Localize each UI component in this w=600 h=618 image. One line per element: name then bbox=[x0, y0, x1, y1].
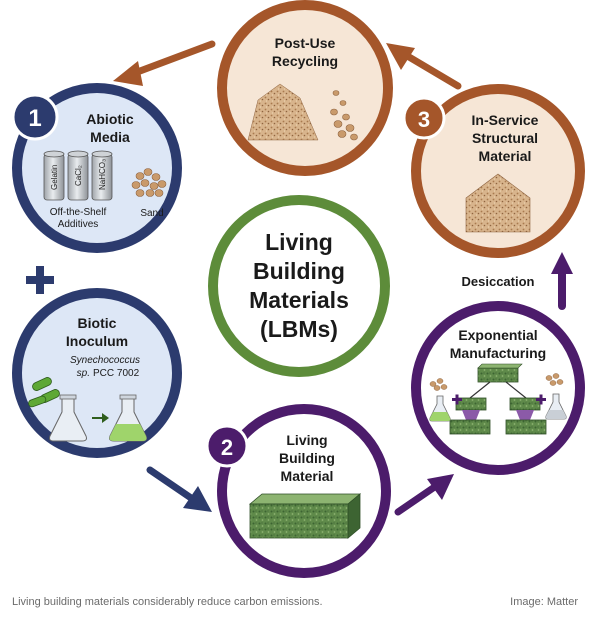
organism-strain: PCC 7002 bbox=[93, 368, 140, 379]
left-plus-icon bbox=[452, 394, 462, 405]
sand-label: Sand bbox=[140, 208, 163, 219]
right-plus-icon bbox=[536, 394, 546, 405]
biotic-title-1: Biotic bbox=[78, 315, 117, 331]
node-abiotic-media: 1 Abiotic Media Gelatin CaCl₂ NaHCO₃ bbox=[11, 83, 182, 253]
living-title-3: Material bbox=[281, 468, 334, 484]
green-brick-icon bbox=[248, 493, 362, 539]
cycle-arrows bbox=[113, 40, 573, 516]
center-circle: Living Building Materials (LBMs) bbox=[208, 195, 390, 377]
arrow-recycling-to-abiotic bbox=[113, 40, 216, 86]
living-title-2: Building bbox=[279, 450, 335, 466]
additives-label-2: Additives bbox=[58, 219, 99, 230]
living-title-1: Living bbox=[286, 432, 327, 448]
abiotic-title-2: Media bbox=[90, 129, 130, 145]
right-sand-icon bbox=[545, 373, 564, 386]
jar-cacl2-icon: CaCl₂ bbox=[67, 150, 89, 201]
abiotic-title-1: Abiotic bbox=[86, 111, 134, 127]
house-shaped-block-icon bbox=[465, 173, 531, 233]
center-line-4: (LBMs) bbox=[260, 316, 338, 342]
clear-flask-icon bbox=[49, 394, 87, 442]
jar-nahco3-icon: NaHCO₃ bbox=[91, 150, 113, 201]
biotic-title-2: Inoculum bbox=[66, 333, 128, 349]
manufacturing-title-1: Exponential bbox=[458, 327, 537, 343]
node-exponential-manufacturing: Exponential Manufacturing bbox=[411, 301, 585, 475]
right-flask-icon bbox=[545, 393, 567, 420]
additives-label-1: Off-the-Shelf bbox=[50, 207, 107, 218]
left-flask-icon bbox=[429, 395, 451, 422]
inoculate-arrow-icon bbox=[92, 413, 109, 423]
step-number-3: 3 bbox=[418, 107, 430, 132]
jar-label-nahco3: NaHCO₃ bbox=[98, 159, 107, 190]
organism-name: Synechococcus bbox=[70, 355, 140, 366]
center-line-3: Materials bbox=[249, 287, 349, 313]
desiccation-label: Desiccation bbox=[462, 274, 535, 289]
step-badge-3: 3 bbox=[402, 96, 446, 140]
jar-label-gelatin: Gelatin bbox=[50, 165, 59, 190]
split-brick-diagram bbox=[449, 363, 547, 435]
crumbling-sand-block bbox=[247, 83, 319, 141]
inservice-title-3: Material bbox=[479, 148, 532, 164]
image-credit: Image: Matter bbox=[510, 596, 578, 608]
inservice-title-1: In-Service bbox=[472, 112, 539, 128]
recycling-title-2: Recycling bbox=[272, 53, 338, 69]
step-number-2: 2 bbox=[221, 435, 233, 460]
step-number-1: 1 bbox=[28, 105, 41, 132]
inservice-title-2: Structural bbox=[472, 130, 538, 146]
node-biotic-inoculum: Biotic Inoculum Synechococcus sp. PCC 70… bbox=[12, 288, 182, 458]
node-post-use-recycling: Post-Use Recycling bbox=[217, 0, 393, 176]
left-sand-icon bbox=[429, 378, 448, 391]
sand-pile-icon bbox=[131, 168, 167, 197]
jar-gelatin-icon: Gelatin bbox=[43, 150, 65, 201]
sand-grains-icon bbox=[330, 90, 358, 141]
jar-label-cacl2: CaCl₂ bbox=[74, 165, 83, 186]
green-flask-icon bbox=[109, 394, 147, 442]
center-line-1: Living bbox=[265, 229, 333, 255]
plus-sign-icon bbox=[26, 266, 54, 294]
step-badge-1: 1 bbox=[11, 93, 59, 141]
bacteria-icon bbox=[28, 377, 60, 408]
figure-caption: Living building materials considerably r… bbox=[12, 596, 323, 608]
arrow-living-to-manufacturing bbox=[394, 474, 454, 516]
node-in-service-structural-material: 3 In-Service Structural Material bbox=[402, 84, 585, 258]
manufacturing-title-2: Manufacturing bbox=[450, 345, 546, 361]
arrow-manufacturing-to-inservice bbox=[551, 252, 573, 310]
organism-sp: sp. bbox=[77, 368, 90, 379]
additive-jars: Gelatin CaCl₂ NaHCO₃ bbox=[43, 150, 113, 201]
arrow-biotic-to-living bbox=[146, 466, 212, 512]
arrow-inservice-to-recycling bbox=[386, 43, 462, 90]
step-badge-2: 2 bbox=[205, 424, 249, 468]
center-line-2: Building bbox=[253, 258, 345, 284]
recycling-title-1: Post-Use bbox=[275, 35, 336, 51]
node-living-building-material: 2 Living Building Material bbox=[205, 404, 391, 578]
